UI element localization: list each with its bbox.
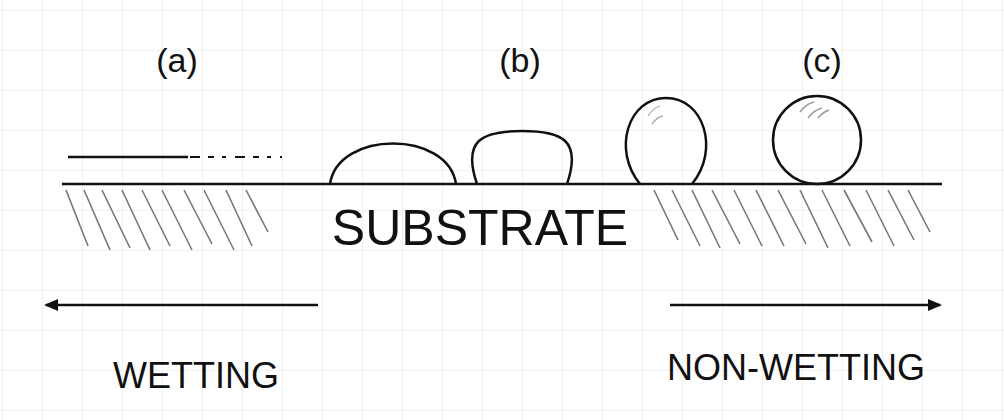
droplet-beaded: [626, 98, 706, 184]
panel-label: (b): [499, 43, 541, 77]
highlight: [648, 106, 663, 124]
wetting-arrow: [46, 304, 318, 307]
panel-label: (a): [156, 43, 198, 77]
droplet-spherical: [773, 96, 861, 184]
liquid-film-dashed: [190, 156, 282, 158]
non-wetting-arrow: [670, 304, 940, 307]
non-wetting-label: NON-WETTING: [667, 350, 925, 386]
panel-label: (c): [802, 43, 842, 77]
droplet: [472, 131, 572, 184]
substrate-label: SUBSTRATE: [332, 203, 628, 253]
highlight: [800, 102, 829, 118]
droplet-spread: [330, 144, 456, 185]
wetting-label: WETTING: [113, 358, 279, 394]
substrate-hatching: [654, 190, 930, 248]
substrate-hatching: [66, 190, 268, 250]
liquid-film: [68, 156, 188, 159]
